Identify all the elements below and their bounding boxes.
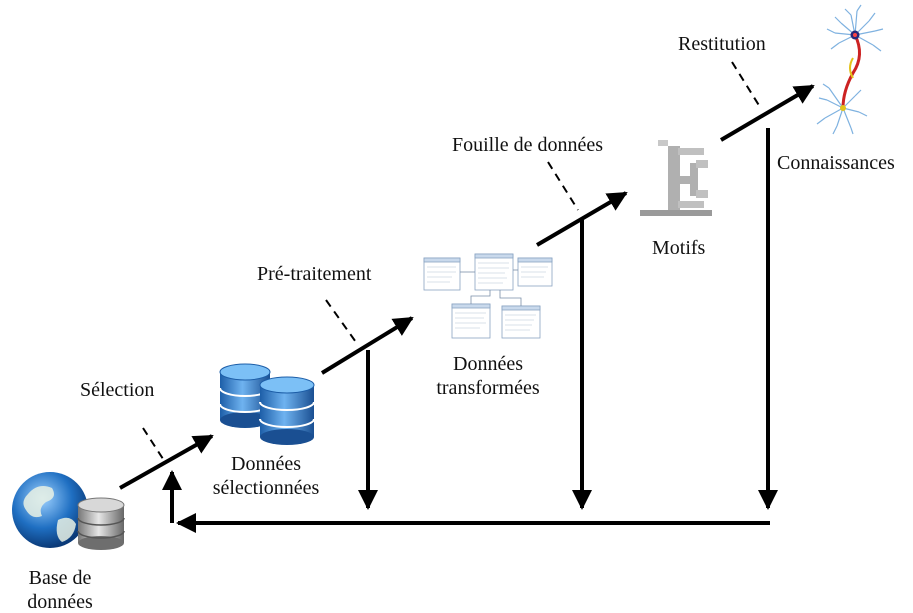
arrow-pretraitement — [320, 316, 414, 375]
label-selectionnees-line2: sélectionnées — [212, 477, 320, 499]
label-fouille: Fouille de données — [452, 134, 604, 156]
tree-pattern-icon — [640, 140, 712, 216]
label-donnees-selectionnees: Données sélectionnées — [196, 452, 336, 500]
label-selectionnees-line1: Données — [231, 453, 301, 475]
table-schema-icon — [423, 253, 553, 339]
leader-pretraitement — [325, 299, 359, 346]
label-donnees-transformees: Données transformées — [418, 352, 558, 400]
database-stack-icon — [219, 363, 315, 445]
arrow-fouille — [535, 191, 628, 247]
leader-selection — [142, 427, 166, 463]
label-transformees-line2: transformées — [436, 377, 540, 399]
label-base-de-donnees: Base de données — [10, 566, 110, 613]
arrow-selection — [119, 434, 214, 490]
label-base-line2: données — [27, 591, 93, 613]
label-restitution: Restitution — [678, 33, 766, 55]
label-base-line1: Base de — [28, 567, 92, 589]
arrow-restitution — [719, 84, 815, 142]
neuron-icon — [816, 4, 884, 135]
label-connaissances: Connaissances — [777, 152, 895, 174]
label-transformees-line1: Données — [453, 353, 523, 375]
leader-fouille — [547, 161, 579, 211]
leader-restitution — [731, 61, 761, 108]
globe-database-icon — [12, 472, 125, 550]
label-motifs: Motifs — [652, 237, 706, 259]
label-selection: Sélection — [80, 379, 155, 401]
label-pretraitement: Pré-traitement — [257, 263, 372, 285]
